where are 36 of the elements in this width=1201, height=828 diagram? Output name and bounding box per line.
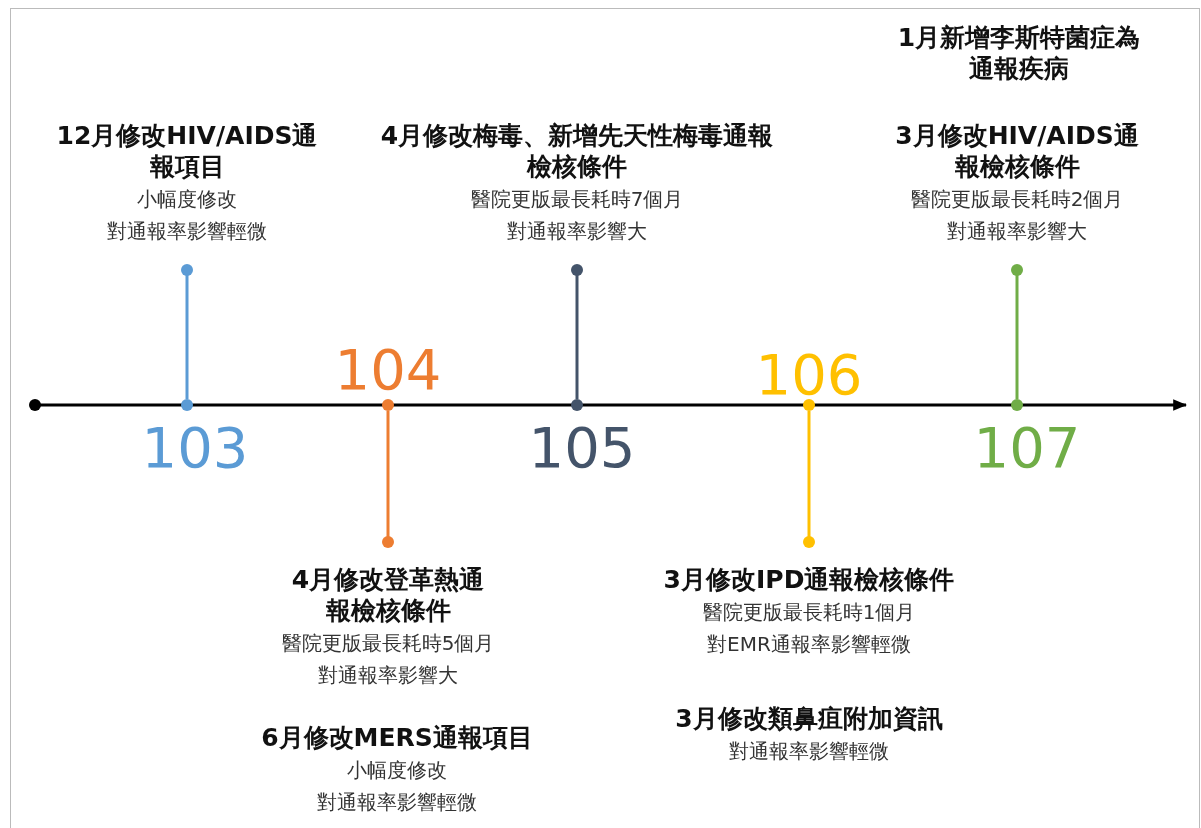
event-note: 小幅度修改 <box>137 186 237 213</box>
event-note: 對通報率影響輕微 <box>317 789 477 816</box>
event-heading: 3月修改HIV/AIDS通報檢核條件 <box>894 120 1140 182</box>
event-note: 對通報率影響輕微 <box>729 738 889 765</box>
axis-dot <box>571 399 583 411</box>
event-note: 醫院更版最長耗時7個月 <box>470 186 684 213</box>
event-note: 對通報率影響大 <box>507 218 647 245</box>
stem-line <box>382 411 394 548</box>
stem-line <box>803 411 815 548</box>
event-heading: 1月新增李斯特菌症為通報疾病 <box>896 22 1142 84</box>
axis-dot <box>382 399 394 411</box>
event-heading: 12月修改HIV/AIDS通報項目 <box>56 120 318 182</box>
event-heading: 4月修改登革熱通報檢核條件 <box>290 564 486 626</box>
year-label: 104 <box>334 340 442 400</box>
year-label: 107 <box>973 418 1081 478</box>
event-note: 醫院更版最長耗時1個月 <box>702 599 916 626</box>
year-label: 105 <box>528 418 636 478</box>
event-note: 對EMR通報率影響輕微 <box>707 631 911 658</box>
event-note: 對通報率影響大 <box>318 662 458 689</box>
event-note: 醫院更版最長耗時2個月 <box>910 186 1124 213</box>
stem-line <box>1011 264 1023 399</box>
axis-dot <box>803 399 815 411</box>
stem-line <box>571 264 583 399</box>
event-note: 對通報率影響大 <box>947 218 1087 245</box>
event-note: 醫院更版最長耗時5個月 <box>281 630 495 657</box>
year-label: 106 <box>755 345 863 405</box>
axis-dot <box>181 399 193 411</box>
event-heading: 3月修改IPD通報檢核條件 <box>662 564 956 595</box>
event-heading: 3月修改類鼻疽附加資訊 <box>674 703 944 734</box>
year-label: 103 <box>141 418 249 478</box>
event-heading: 6月修改MERS通報項目 <box>260 722 534 753</box>
event-note: 對通報率影響輕微 <box>107 218 267 245</box>
axis-dot <box>1011 399 1023 411</box>
event-heading: 4月修改梅毒、新增先天性梅毒通報檢核條件 <box>379 120 775 182</box>
stem-line <box>181 264 193 399</box>
event-note: 小幅度修改 <box>347 757 447 784</box>
